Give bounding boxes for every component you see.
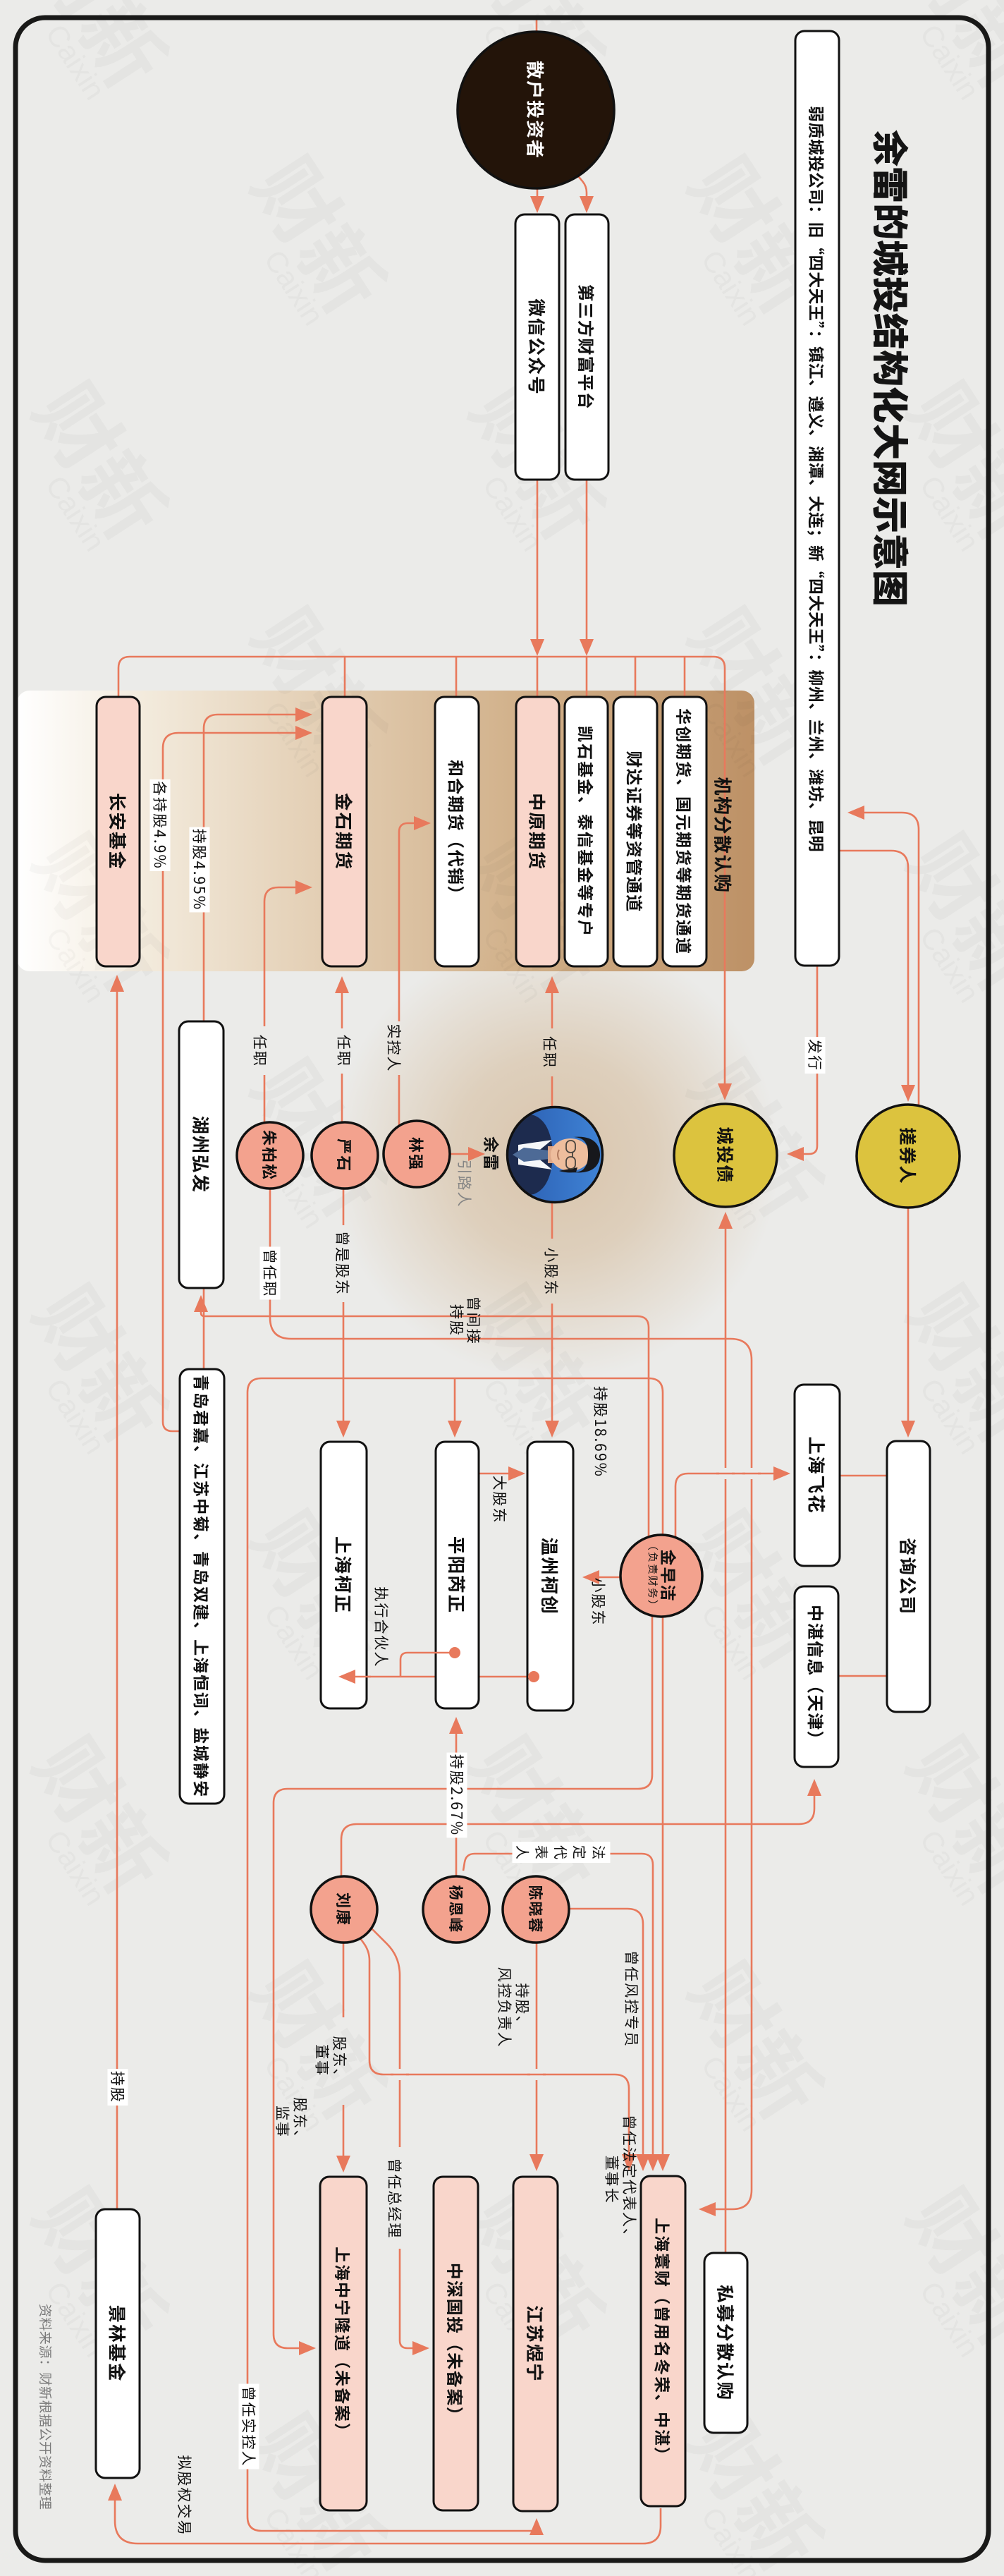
- svg-text:上海寰财（曾用名冬荣、中湛）: 上海寰财（曾用名冬荣、中湛）: [651, 2218, 675, 2465]
- svg-text:湖州弘发: 湖州弘发: [188, 1116, 214, 1193]
- svg-text:陈晓蓉: 陈晓蓉: [525, 1885, 546, 1934]
- svg-text:任职: 任职: [539, 1036, 561, 1069]
- svg-text:平阳芮正: 平阳芮正: [444, 1536, 470, 1614]
- svg-text:法: 法: [589, 1845, 610, 1859]
- svg-text:曾任职: 曾任职: [259, 1249, 281, 1298]
- svg-text:董事长: 董事长: [601, 2156, 623, 2204]
- svg-text:持股: 持股: [446, 1304, 467, 1337]
- svg-text:散户投资者: 散户投资者: [523, 61, 549, 159]
- svg-text:景林基金: 景林基金: [105, 2304, 131, 2382]
- svg-text:私募分散认购: 私募分散认购: [713, 2285, 739, 2401]
- svg-text:中原期货: 中原期货: [525, 793, 551, 870]
- svg-text:江苏煜宁: 江苏煜宁: [522, 2305, 549, 2383]
- svg-text:实控人: 实控人: [384, 1024, 405, 1073]
- svg-text:拟股权交易: 拟股权交易: [174, 2455, 195, 2536]
- svg-text:执行合伙人: 执行合伙人: [371, 1587, 392, 1668]
- svg-text:和合期货（代销）: 和合期货（代销）: [445, 760, 470, 904]
- svg-text:小股东: 小股东: [541, 1248, 562, 1296]
- svg-text:上海柯正: 上海柯正: [331, 1536, 357, 1614]
- svg-text:股东、: 股东、: [329, 2036, 350, 2085]
- svg-text:城投债: 城投债: [713, 1126, 738, 1184]
- svg-text:咨询公司: 咨询公司: [895, 1538, 922, 1615]
- svg-text:任职: 任职: [250, 1035, 271, 1067]
- svg-text:林强: 林强: [405, 1137, 428, 1171]
- svg-text:人: 人: [513, 1845, 534, 1859]
- svg-text:持股2.67%: 持股2.67%: [446, 1754, 467, 1836]
- svg-text:董事: 董事: [312, 2044, 333, 2077]
- svg-text:中深国投（未备案）: 中深国投（未备案）: [443, 2263, 468, 2425]
- svg-text:引路人: 引路人: [454, 1160, 475, 1208]
- svg-text:弱质城投公司：旧“四大天王”：镇江、遵义、湘潭、大连；新“四: 弱质城投公司：旧“四大天王”：镇江、遵义、湘潭、大连；新“四大天王”：柳州、兰州…: [805, 106, 829, 852]
- svg-text:监事: 监事: [272, 2106, 293, 2138]
- svg-text:发行: 发行: [804, 1039, 826, 1071]
- svg-text:小股东: 小股东: [588, 1578, 609, 1627]
- svg-text:定: 定: [570, 1845, 591, 1859]
- svg-text:上海飞花: 上海飞花: [804, 1436, 831, 1514]
- svg-text:第三方财富平台: 第三方财富平台: [575, 284, 599, 411]
- svg-text:曾任实控人: 曾任实控人: [238, 2386, 259, 2467]
- svg-text:严石: 严石: [333, 1138, 356, 1172]
- svg-text:金早洁: 金早洁: [657, 1550, 681, 1603]
- svg-text:搓券人: 搓券人: [895, 1127, 921, 1184]
- svg-text:财达证券等资管通道: 财达证券等资管通道: [623, 751, 648, 913]
- svg-text:大股东: 大股东: [489, 1476, 510, 1524]
- svg-text:凯石基金、泰信基金等专户: 凯石基金、泰信基金等专户: [575, 726, 599, 937]
- svg-text:持股、: 持股、: [512, 1983, 533, 2032]
- svg-text:曾间接: 曾间接: [463, 1296, 484, 1345]
- svg-text:余雷的城投结构化大网示意图: 余雷的城投结构化大网示意图: [867, 130, 919, 607]
- svg-text:持股: 持股: [107, 2071, 128, 2103]
- svg-text:表: 表: [532, 1845, 553, 1859]
- svg-text:朱柏松: 朱柏松: [259, 1130, 281, 1181]
- svg-text:上海中宁隆道（未备案）: 上海中宁隆道（未备案）: [331, 2247, 355, 2441]
- svg-text:各持股4.9%: 各持股4.9%: [149, 781, 171, 870]
- svg-text:长安基金: 长安基金: [105, 793, 131, 870]
- svg-text:机构分散认购: 机构分散认购: [711, 777, 737, 893]
- svg-text:资料来源：财新根据公开资料整理: 资料来源：财新根据公开资料整理: [37, 2304, 56, 2510]
- svg-text:（负责财务）: （负责财务）: [646, 1540, 661, 1612]
- svg-text:中湛信息（天津）: 中湛信息（天津）: [804, 1605, 829, 1749]
- svg-text:金石期货: 金石期货: [331, 793, 357, 870]
- svg-text:余雷: 余雷: [480, 1136, 504, 1172]
- svg-text:持股4.95%: 持股4.95%: [189, 829, 210, 911]
- svg-text:刘康: 刘康: [333, 1892, 355, 1926]
- svg-text:曾是股东: 曾是股东: [332, 1231, 353, 1296]
- svg-text:微信公众号: 微信公众号: [525, 298, 551, 396]
- svg-text:青岛君嘉、江苏中菊、青岛双建、上海恒词、盐城静安: 青岛君嘉、江苏中菊、青岛双建、上海恒词、盐城静安: [190, 1375, 214, 1798]
- svg-text:代: 代: [551, 1845, 572, 1859]
- svg-text:股东、: 股东、: [290, 2098, 311, 2146]
- svg-text:曾任法定代表人、: 曾任法定代表人、: [619, 2115, 640, 2244]
- svg-text:持股18.69%: 持股18.69%: [590, 1386, 611, 1478]
- svg-text:曾任风控专员: 曾任风控专员: [621, 1950, 642, 2048]
- svg-text:风控负责人: 风控负责人: [494, 1967, 515, 2048]
- svg-text:曾任总经理: 曾任总经理: [384, 2158, 405, 2240]
- svg-text:杨恩峰: 杨恩峰: [446, 1885, 467, 1934]
- svg-text:华创期货、国元期货等期货通道: 华创期货、国元期货等期货通道: [673, 708, 697, 955]
- svg-text:温州柯创: 温州柯创: [537, 1537, 563, 1615]
- svg-text:任职: 任职: [333, 1035, 355, 1067]
